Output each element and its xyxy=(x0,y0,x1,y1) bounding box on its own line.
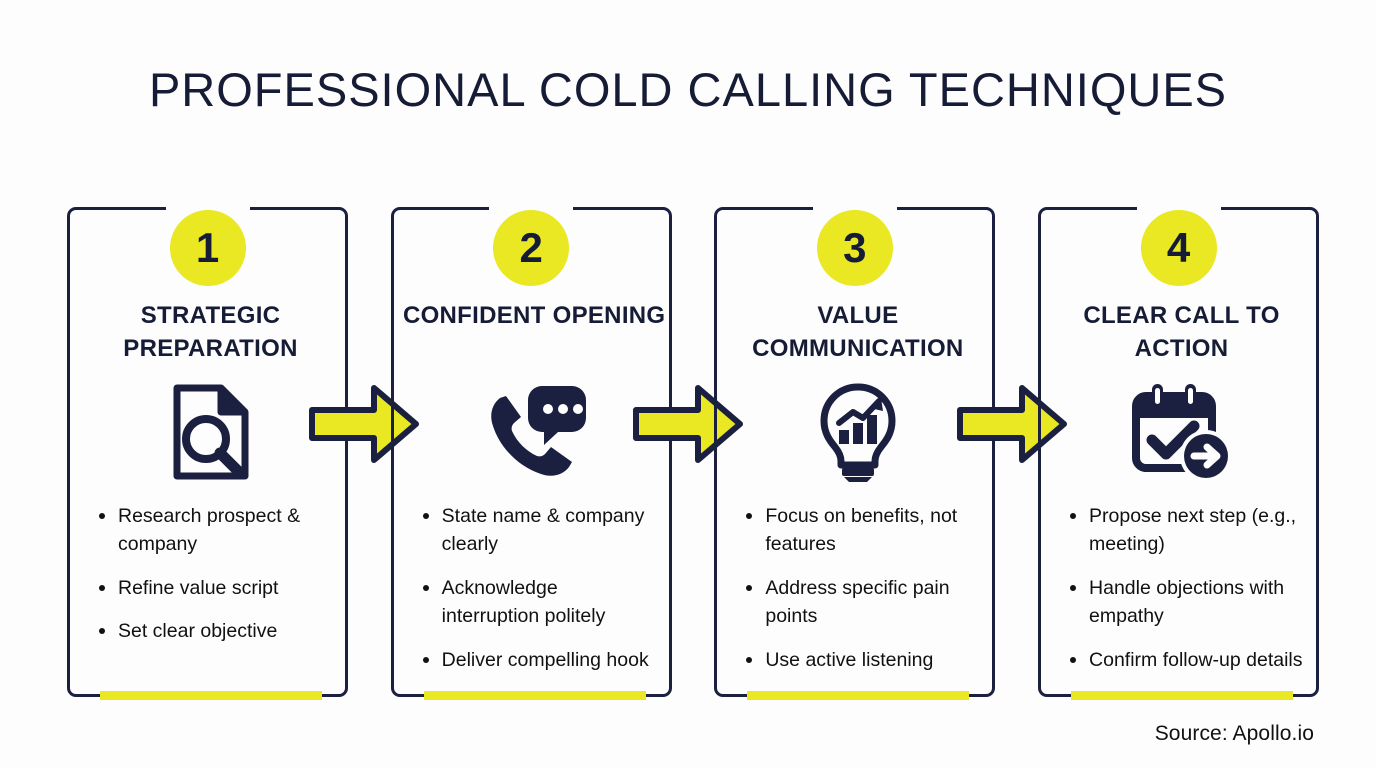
step-card-2: 2 CONFIDENT OPENING State name & company… xyxy=(381,170,672,700)
list-item: Refine value script xyxy=(96,574,334,602)
step-card-3-frame: 3 VALUE COMMUNICATION xyxy=(714,204,998,700)
step-card-3: 3 VALUE COMMUNICATION xyxy=(704,170,998,700)
document-search-icon xyxy=(70,380,351,484)
source-attribution: Source: Apollo.io xyxy=(1154,722,1314,745)
list-item: Deliver compelling hook xyxy=(420,646,658,674)
right-arrow-icon xyxy=(632,382,744,471)
step-card-1-frame: 1 STRATEGIC PREPARATION Research prospec… xyxy=(67,204,351,700)
step-bullets-1: Research prospect & company Refine value… xyxy=(96,502,334,661)
connector-slot-2 xyxy=(633,170,743,700)
list-item: State name & company clearly xyxy=(420,502,658,559)
step-card-4: 4 CLEAR CALL TO ACTION xyxy=(1028,170,1322,700)
lightbulb-chart-icon xyxy=(717,380,998,484)
step-number-4: 4 xyxy=(1166,224,1191,271)
list-item: Handle objections with empathy xyxy=(1067,574,1305,631)
steps-flow: 1 STRATEGIC PREPARATION Research prospec… xyxy=(57,170,1322,700)
step-bullets-3: Focus on benefits, not features Address … xyxy=(743,502,981,689)
step-badge-4: 4 xyxy=(1140,210,1217,286)
step-number-1: 1 xyxy=(195,224,220,271)
list-item: Propose next step (e.g., meeting) xyxy=(1067,502,1305,559)
step-card-4-frame: 4 CLEAR CALL TO ACTION xyxy=(1038,204,1322,700)
calendar-check-arrow-icon xyxy=(1041,380,1322,484)
list-item: Acknowledge interruption politely xyxy=(420,574,658,631)
list-item: Use active listening xyxy=(743,646,981,674)
step-title-3: VALUE COMMUNICATION xyxy=(752,302,964,362)
connector-slot-3 xyxy=(956,170,1067,700)
list-item: Focus on benefits, not features xyxy=(743,502,981,559)
step-underline-2 xyxy=(423,691,646,700)
list-item: Set clear objective xyxy=(96,617,334,645)
step-underline-4 xyxy=(1071,691,1294,700)
step-number-2: 2 xyxy=(519,224,543,271)
phone-chat-icon xyxy=(394,380,675,484)
step-card-1: 1 STRATEGIC PREPARATION Research prospec… xyxy=(57,170,348,700)
step-bullets-4: Propose next step (e.g., meeting) Handle… xyxy=(1067,502,1305,689)
list-item: Confirm follow-up details xyxy=(1067,646,1305,674)
step-badge-3: 3 xyxy=(816,210,893,286)
step-number-3: 3 xyxy=(843,224,867,271)
page-title: PROFESSIONAL COLD CALLING TECHNIQUES xyxy=(148,63,1228,116)
list-item: Research prospect & company xyxy=(96,502,334,559)
right-arrow-icon xyxy=(308,382,420,471)
step-title-2: CONFIDENT OPENING xyxy=(402,302,666,329)
step-title-1: STRATEGIC PREPARATION xyxy=(123,302,298,362)
right-arrow-icon xyxy=(956,382,1068,471)
step-bullets-2: State name & company clearly Acknowledge… xyxy=(420,502,658,689)
step-badge-2: 2 xyxy=(493,210,570,286)
step-card-2-frame: 2 CONFIDENT OPENING State name & company… xyxy=(390,204,675,700)
step-badge-1: 1 xyxy=(169,210,246,286)
list-item: Address specific pain points xyxy=(743,574,981,631)
step-underline-1 xyxy=(100,691,322,700)
connector-slot-1 xyxy=(309,170,420,700)
step-title-4: CLEAR CALL TO ACTION xyxy=(1083,302,1280,362)
step-underline-3 xyxy=(747,691,970,700)
